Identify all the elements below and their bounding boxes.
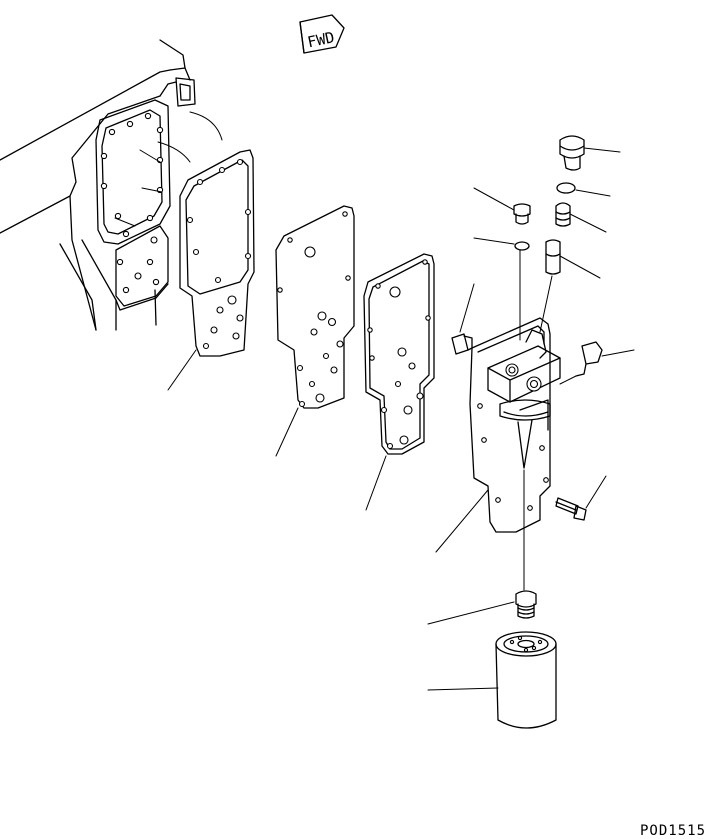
washer (474, 238, 529, 340)
engine-bolt-holes (101, 113, 162, 292)
top-bolt (560, 136, 620, 170)
engine-block (0, 40, 222, 330)
union-bolt (474, 188, 530, 224)
cooler-core-plate (276, 206, 354, 456)
drawing-code: POD1515 (640, 823, 706, 839)
oil-filter-cartridge (428, 632, 556, 728)
gasket-2 (364, 254, 434, 510)
connector-nipple (428, 470, 536, 624)
gasket-2-holes (368, 260, 430, 449)
gasket-1-holes (188, 160, 251, 349)
cooler-core-holes (278, 212, 350, 407)
tube-connector (540, 240, 600, 332)
fwd-label: FWD (306, 28, 336, 51)
elbow-fitting (560, 342, 634, 384)
fwd-arrow-icon: FWD (300, 15, 344, 53)
sleeve (556, 203, 606, 232)
o-ring (557, 183, 610, 196)
drain-plug (452, 284, 474, 354)
filter-head (436, 318, 560, 552)
gasket-1 (168, 150, 254, 390)
side-bolt (556, 476, 606, 520)
